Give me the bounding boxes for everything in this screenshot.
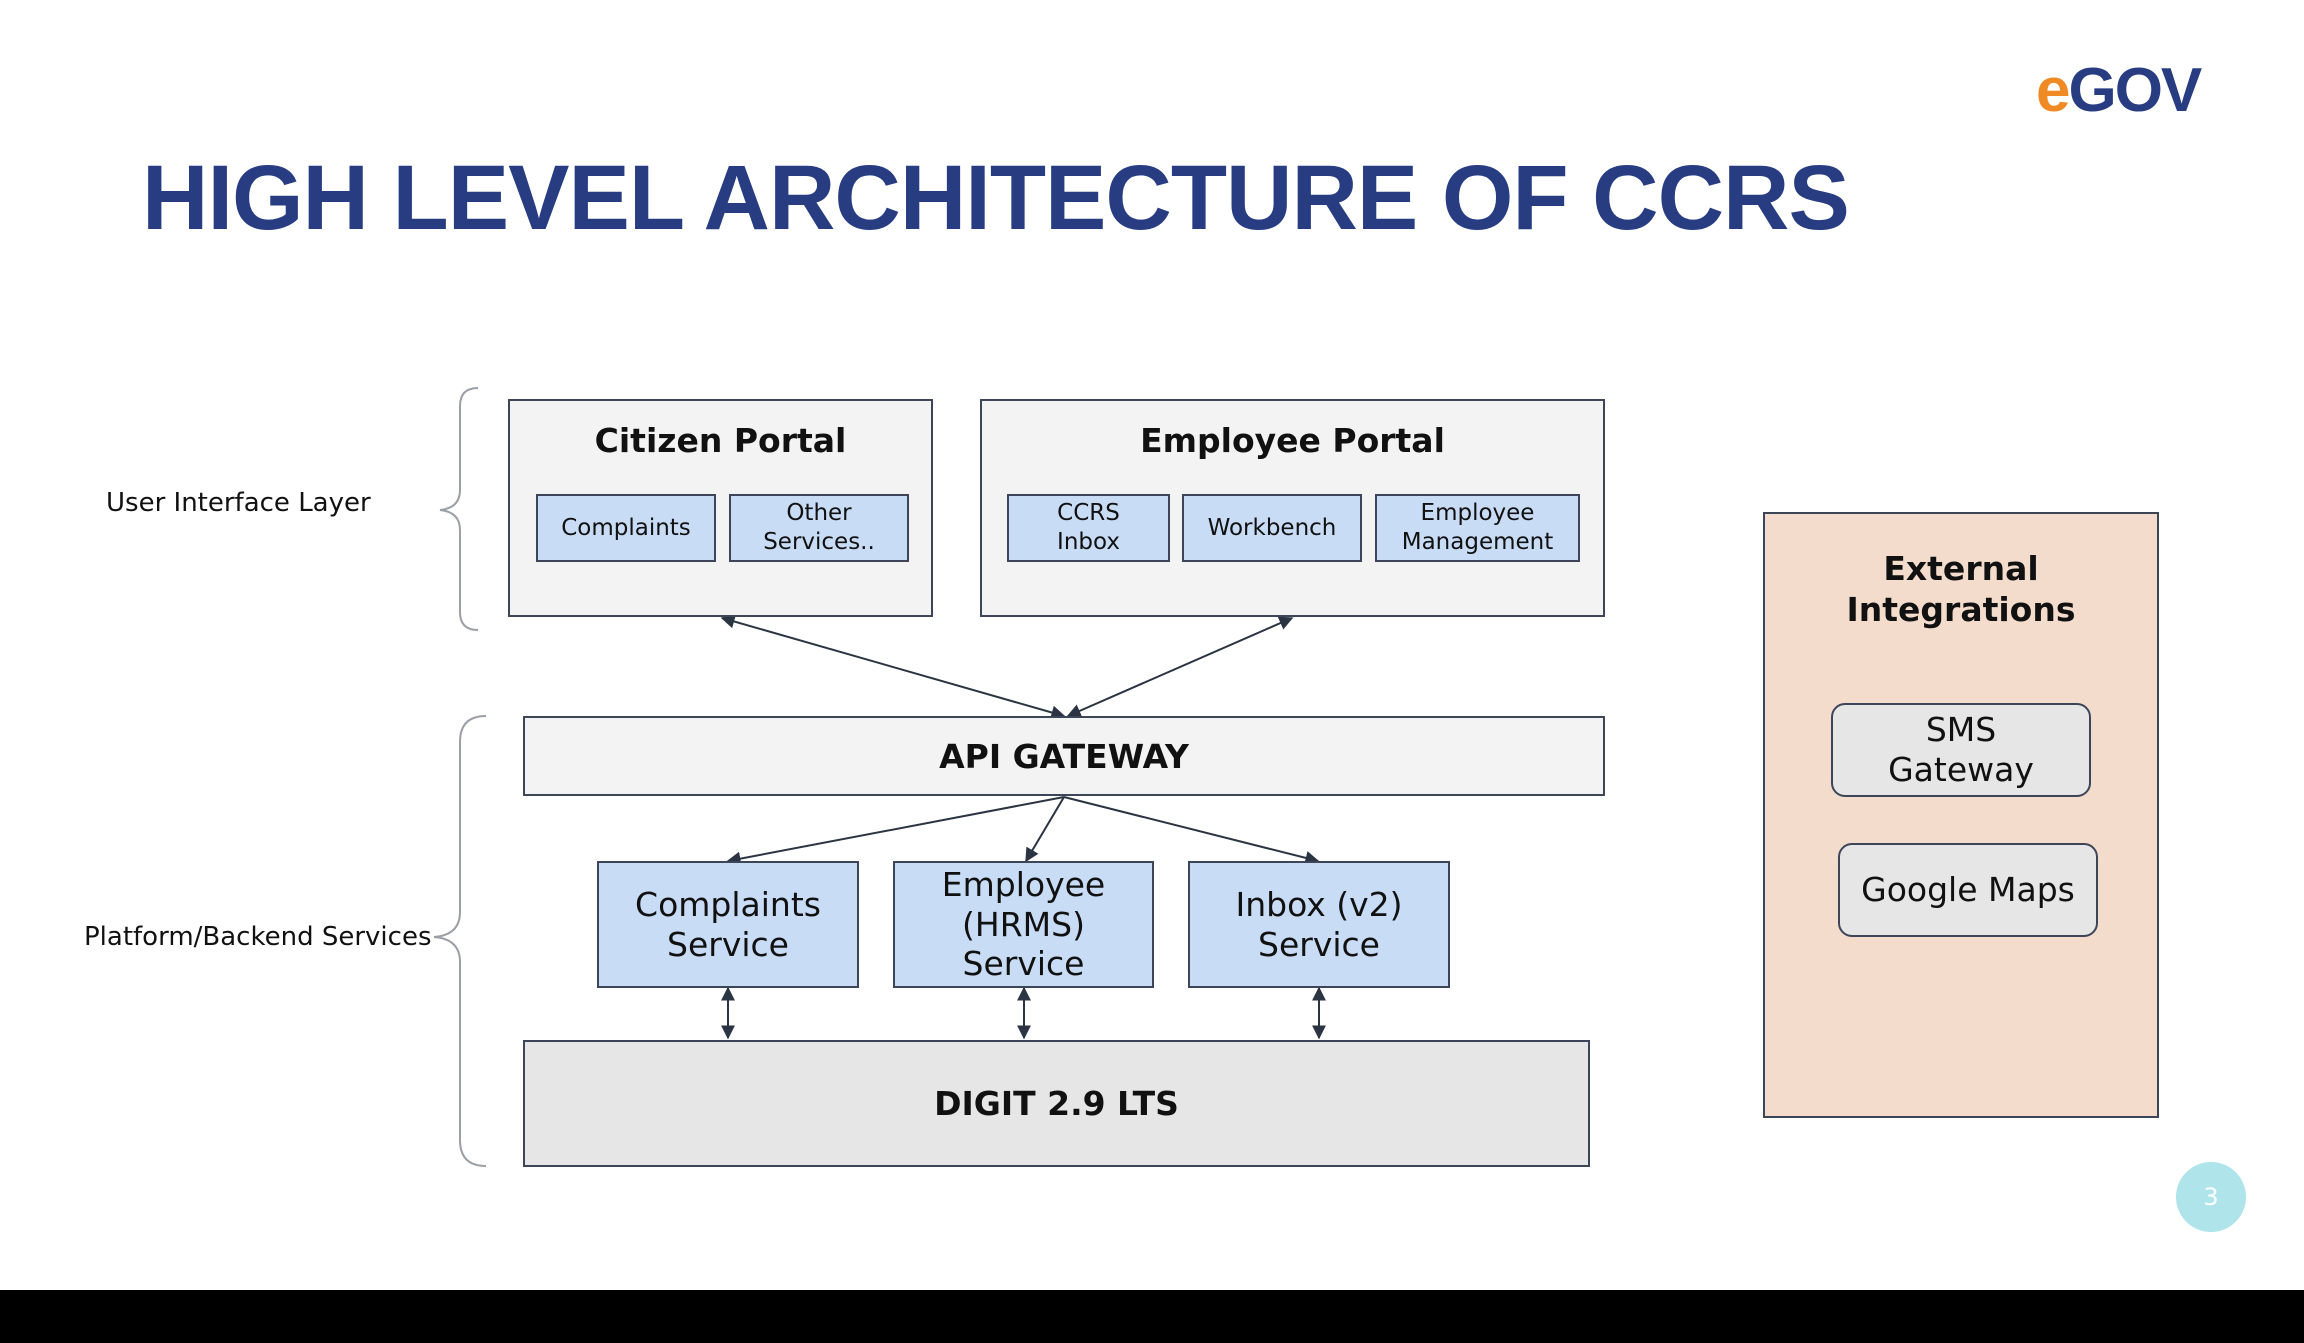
sms-gateway: SMS Gateway: [1831, 703, 2091, 797]
citizen-module-complaints: Complaints: [536, 494, 716, 562]
gateway-complaints-arrow: [726, 796, 1065, 866]
external-integrations-panel: External Integrations SMS Gateway Google…: [1763, 512, 2159, 1118]
platform-layer-brace: [433, 715, 487, 1167]
digit-platform: DIGIT 2.9 LTS: [523, 1040, 1590, 1167]
slide: eGOV HIGH LEVEL ARCHITECTURE OF CCRS Use…: [84, 59, 2246, 1232]
api-gateway: API GATEWAY: [523, 716, 1605, 796]
logo-gov: GOV: [2068, 56, 2202, 125]
gateway-inbox-arrow: [1063, 796, 1320, 865]
complaints-service: Complaints Service: [597, 861, 859, 988]
citizen-portal-title: Citizen Portal: [594, 421, 847, 460]
slide-title: HIGH LEVEL ARCHITECTURE OF CCRS: [142, 147, 1850, 249]
citizen-gateway-arrow: [720, 614, 1066, 720]
ui-layer-label: User Interface Layer: [106, 488, 371, 518]
ui-layer-brace: [439, 387, 479, 631]
employee-gateway-arrow: [1066, 616, 1294, 718]
inbox-v2-service: Inbox (v2) Service: [1188, 861, 1450, 988]
hrms-service: Employee (HRMS) Service: [893, 861, 1154, 988]
employee-module-employee-management: Employee Management: [1375, 494, 1580, 562]
egov-logo: eGOV: [2036, 60, 2202, 122]
google-maps: Google Maps: [1838, 843, 2098, 937]
citizen-module-other-services: Other Services..: [729, 494, 909, 562]
connectors: [433, 387, 1326, 1167]
external-integrations-title: External Integrations: [1846, 549, 2076, 630]
employee-module-ccrs-inbox: CCRS Inbox: [1007, 494, 1170, 562]
employee-module-workbench: Workbench: [1182, 494, 1362, 562]
page-number-badge: 3: [2176, 1162, 2246, 1232]
gateway-hrms-arrow: [1025, 796, 1065, 863]
platform-layer-label: Platform/Backend Services: [84, 922, 432, 952]
logo-e: e: [2036, 56, 2071, 125]
bottom-bar: [0, 1290, 2304, 1343]
employee-portal-title: Employee Portal: [1140, 421, 1445, 460]
